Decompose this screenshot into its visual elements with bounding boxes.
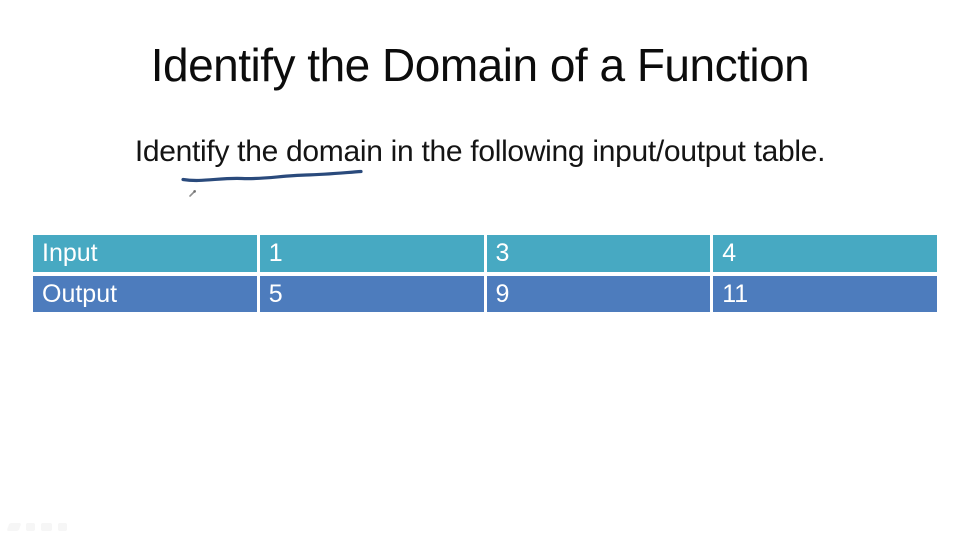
slide-subtitle: Identify the domain in the following inp… — [134, 135, 826, 168]
hand-drawn-underline-icon — [181, 169, 363, 183]
table-row-input: Input 1 3 4 — [33, 235, 937, 272]
cell-input-label: Input — [33, 235, 257, 272]
cell-input-2: 3 — [486, 235, 711, 272]
cell-input-3: 4 — [713, 235, 937, 272]
table-row-output: Output 5 9 11 — [33, 276, 937, 312]
cell-input-1: 1 — [259, 235, 484, 272]
page-title: Identify the Domain of a Function — [150, 39, 810, 91]
cell-output-2: 9 — [486, 276, 711, 312]
cell-output-label: Output — [33, 276, 257, 312]
cell-output-1: 5 — [259, 276, 484, 312]
cell-output-3: 11 — [713, 276, 937, 312]
faded-watermark — [6, 523, 67, 531]
stray-pen-mark-icon — [189, 190, 196, 197]
input-output-table: Input 1 3 4 Output 5 9 11 — [33, 235, 937, 312]
